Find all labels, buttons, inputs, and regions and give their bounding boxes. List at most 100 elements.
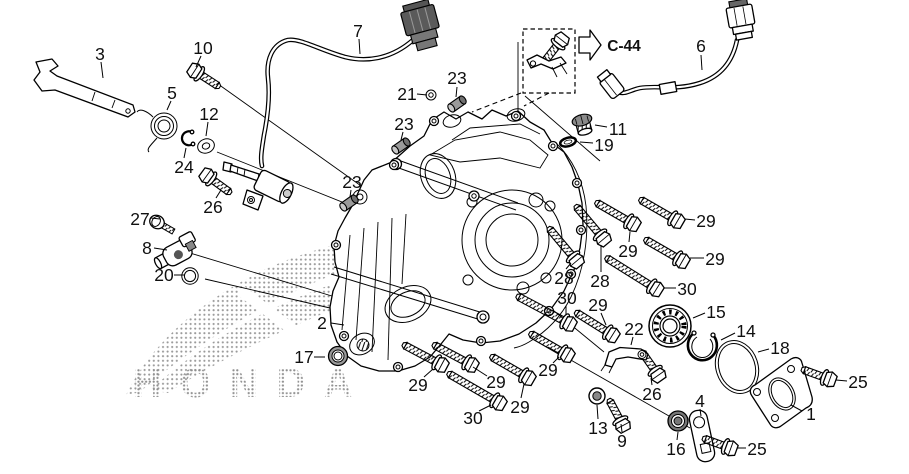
part-3-arm: [33, 58, 136, 118]
leader-line: [520, 383, 525, 399]
part-label-26: 26: [203, 197, 222, 217]
part-label-22: 22: [624, 319, 643, 339]
leader-line: [684, 218, 696, 221]
part-label-29: 29: [408, 375, 427, 395]
part-11-plug: [571, 113, 593, 136]
part-label-15: 15: [706, 302, 725, 322]
part-14-circlip: [686, 330, 719, 362]
part-8-sensor: [153, 231, 197, 270]
part-23-dowel-pin: [391, 137, 411, 155]
part-29-flange-bolt: [635, 192, 687, 231]
part-16-grommet: [667, 410, 689, 432]
part-5-return-spring: [136, 109, 178, 153]
part-29-flange-bolt: [640, 232, 692, 271]
part-label-6: 6: [696, 36, 706, 56]
callout-dashed-box: [522, 28, 576, 94]
leader-line: [676, 431, 679, 441]
leader-line: [596, 404, 599, 420]
part-label-23: 23: [394, 114, 413, 134]
leader-line: [153, 247, 168, 251]
part-label-21: 21: [397, 84, 416, 104]
part-12-washer: [197, 138, 215, 154]
leader-line: [100, 61, 104, 79]
leader-line: [790, 404, 803, 412]
part-label-8: 8: [142, 238, 152, 258]
part-22-clamp: [600, 346, 649, 374]
part-4-tab-plate: [688, 409, 716, 463]
part-label-14: 14: [736, 321, 756, 341]
leader-line: [416, 93, 428, 96]
leader-line: [620, 423, 623, 433]
part-label-28: 28: [554, 268, 573, 288]
part-label-16: 16: [666, 439, 685, 459]
leader-line: [552, 356, 560, 364]
part-label-12: 12: [199, 104, 218, 124]
part-label-29: 29: [486, 372, 505, 392]
part-label-25: 25: [747, 439, 766, 459]
wing-stripe: [236, 285, 337, 365]
leader-line: [650, 377, 653, 386]
part-label-20: 20: [154, 265, 174, 285]
leader-line: [472, 366, 488, 377]
honda-wing-mark: [126, 231, 478, 395]
part-label-23: 23: [342, 172, 361, 192]
leader-line: [630, 336, 634, 346]
part-label-29: 29: [705, 249, 724, 269]
leader-line: [579, 141, 594, 144]
part-label-4: 4: [695, 391, 705, 411]
part-label-3: 3: [95, 44, 105, 64]
part-19-o-ring: [558, 136, 578, 148]
leader-line: [400, 131, 404, 141]
part-label-19: 19: [594, 135, 613, 155]
leader-line: [478, 404, 492, 412]
leader-line: [423, 368, 434, 378]
part-label-28: 28: [590, 271, 609, 291]
leader-line: [628, 231, 631, 243]
part-label-10: 10: [193, 38, 213, 58]
leader-line: [594, 124, 608, 128]
part-label-13: 13: [588, 418, 607, 438]
watermark-text: HONDA: [133, 359, 371, 406]
callout-c44: [522, 28, 602, 94]
part-label-30: 30: [463, 408, 483, 428]
part-23-dowel-pin: [447, 95, 467, 113]
leader-line: [166, 100, 172, 111]
part-6-sensor-cable: [596, 0, 756, 100]
honda-wing-mark-lower: [150, 285, 345, 393]
part-1-cover-plate: [749, 356, 813, 429]
part-label-27: 27: [130, 209, 149, 229]
leader-line: [720, 332, 736, 341]
part-label-25: 25: [848, 372, 867, 392]
leader-line: [183, 147, 187, 159]
part-label-29: 29: [696, 211, 715, 231]
leader-line: [835, 379, 848, 382]
part-label-11: 11: [609, 119, 627, 139]
part-label-26: 26: [642, 384, 661, 404]
leader-line: [757, 348, 770, 353]
part-18-o-ring: [714, 340, 760, 394]
sensor-plug-6: [596, 69, 625, 100]
callout-bracket: [526, 54, 567, 70]
leader-line: [215, 189, 222, 199]
part-20-o-ring: [181, 267, 199, 285]
leader-line: [600, 312, 607, 326]
part-27-screw: [149, 214, 176, 235]
part-label-1: 1: [806, 404, 816, 424]
part-label-7: 7: [353, 21, 363, 41]
part-23-dowel-pin: [339, 194, 359, 212]
part-label-9: 9: [617, 431, 627, 451]
leader-line: [150, 217, 161, 220]
leader-line: [565, 262, 572, 270]
part-label-23: 23: [447, 68, 466, 88]
part-label-29: 29: [618, 241, 637, 261]
part-10-bolt: [185, 61, 224, 94]
part-label-C-44: C-44: [607, 38, 641, 55]
part-13-washer: [588, 387, 606, 405]
part-label-29: 29: [538, 360, 557, 380]
connector-7: [400, 0, 440, 52]
part-2-crankcase-cover: [329, 108, 587, 373]
connector-6: [725, 0, 756, 41]
